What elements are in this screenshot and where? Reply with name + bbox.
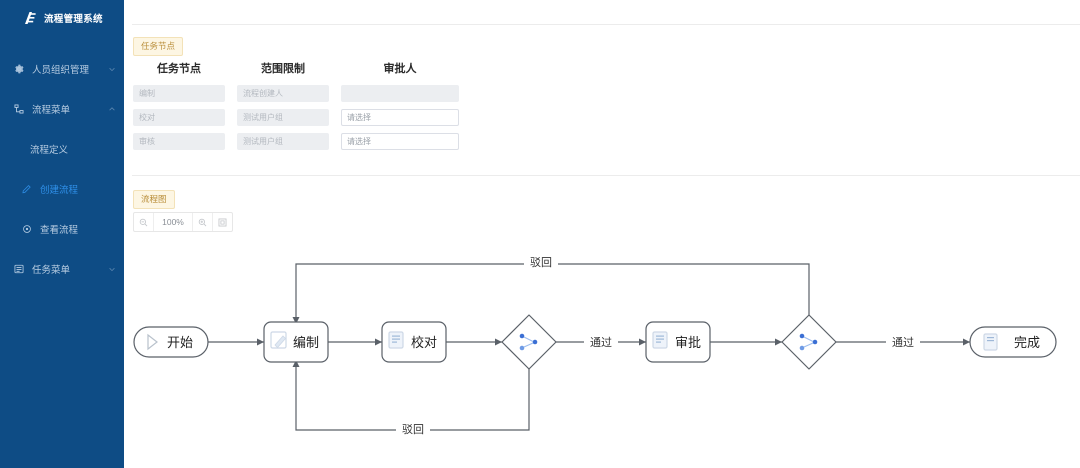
table-row: 编制 流程创建人 — [133, 85, 459, 102]
nav-spacer-6 — [0, 244, 124, 254]
sidebar-item-view-process[interactable]: 查看流程 — [0, 214, 124, 244]
scope-field: 测试用户组 — [237, 133, 329, 150]
zoom-in-icon[interactable] — [193, 213, 213, 231]
edge-label-bg-pass-1 — [584, 333, 618, 349]
flow-icon — [14, 104, 24, 114]
edge-label-pass-1: 通过 — [590, 336, 612, 349]
column-header-scope: 范围限制 — [261, 63, 305, 75]
sidebar-item-label: 任务菜单 — [32, 265, 71, 276]
main-content: 任务节点 任务节点 范围限制 审批人 编制 流程创建人 校对 测试用户组 请选择… — [124, 0, 1080, 468]
flow-node-label: 审批 — [675, 335, 701, 350]
sidebar-nav: 人员组织管理 流程菜单 — [0, 44, 124, 284]
edge-label-bg-pass-2 — [886, 333, 920, 349]
flow-node-jiaodui[interactable]: 校对 — [381, 321, 447, 363]
sidebar-item-label: 流程定义 — [30, 145, 69, 156]
sidebar-item-label: 创建流程 — [40, 185, 79, 196]
flow-diagram: 驳回 驳回 通过 通过 开始 — [133, 254, 1057, 436]
sidebar-item-process-menu[interactable]: 流程菜单 — [0, 94, 124, 124]
nav-spacer — [0, 44, 124, 54]
document-task-icon — [652, 331, 668, 349]
nav-spacer-4 — [0, 164, 124, 174]
flow-node-bianzhi[interactable]: 编制 — [263, 321, 329, 363]
brand-logo-icon — [22, 11, 38, 25]
chevron-down-icon — [108, 65, 116, 73]
table-row: 校对 测试用户组 请选择 — [133, 109, 459, 126]
chevron-down-icon — [108, 265, 116, 273]
edge-label-bg-reject-bottom — [396, 420, 430, 436]
column-header-approver: 审批人 — [383, 63, 417, 75]
flow-node-label: 校对 — [411, 335, 437, 350]
node-field: 校对 — [133, 109, 225, 126]
column-header-node: 任务节点 — [157, 63, 201, 75]
brand-title: 流程管理系统 — [44, 14, 103, 25]
sidebar: 流程管理系统 人员组织管理 — [0, 0, 124, 468]
edge-reject-top — [292, 263, 810, 324]
gateway-fork-icon — [519, 333, 538, 351]
edge-label-reject-bottom: 驳回 — [402, 423, 424, 436]
task-section-tag: 任务节点 — [133, 37, 184, 56]
flow-node-label: 编制 — [293, 335, 319, 350]
eye-icon — [22, 224, 32, 234]
edit-icon — [22, 184, 32, 194]
sidebar-item-personnel[interactable]: 人员组织管理 — [0, 54, 124, 84]
section-divider — [132, 175, 1080, 176]
top-divider — [132, 24, 1080, 25]
flow-node-label: 开始 — [167, 335, 193, 350]
play-icon — [147, 333, 158, 351]
edge-label-reject-top: 驳回 — [530, 256, 552, 269]
gateway-fork-icon — [799, 333, 818, 351]
sidebar-item-create-process[interactable]: 创建流程 — [0, 174, 124, 204]
end-icon — [983, 333, 998, 351]
edge-label-bg-reject-top — [524, 254, 558, 270]
flow-node-wancheng[interactable]: 完成 — [969, 326, 1057, 358]
node-field: 编制 — [133, 85, 225, 102]
flow-section-tag: 流程图 — [133, 190, 175, 209]
list-icon — [14, 264, 24, 274]
edit-task-icon — [270, 331, 287, 349]
zoom-level: 100% — [154, 213, 193, 231]
flow-node-shenpi[interactable]: 审批 — [645, 321, 711, 363]
flow-node-label: 完成 — [1014, 335, 1040, 350]
sidebar-item-process-definition[interactable]: 流程定义 — [0, 134, 124, 164]
node-field: 审核 — [133, 133, 225, 150]
edge-reject-bottom — [292, 360, 530, 431]
edge-label-pass-2: 通过 — [892, 336, 914, 349]
nav-spacer-5 — [0, 204, 124, 214]
form-column-headers: 任务节点 范围限制 审批人 — [133, 58, 459, 78]
fit-screen-icon[interactable] — [213, 213, 232, 231]
scope-field: 流程创建人 — [237, 85, 329, 102]
task-node-form: 任务节点 范围限制 审批人 编制 流程创建人 校对 测试用户组 请选择 审核 测… — [133, 58, 459, 150]
sidebar-item-label: 查看流程 — [40, 225, 79, 236]
flow-node-start[interactable]: 开始 — [133, 326, 209, 358]
table-row: 审核 测试用户组 请选择 — [133, 133, 459, 150]
sidebar-item-label: 人员组织管理 — [32, 65, 90, 76]
flow-node-gateway1[interactable] — [501, 314, 557, 370]
brand: 流程管理系统 — [0, 0, 124, 36]
scope-field: 测试用户组 — [237, 109, 329, 126]
zoom-toolbar: 100% — [133, 212, 233, 232]
chevron-up-icon — [108, 105, 116, 113]
approver-select — [341, 85, 459, 102]
approver-select[interactable]: 请选择 — [341, 109, 459, 126]
flow-node-gateway2[interactable] — [781, 314, 837, 370]
gear-icon — [14, 64, 24, 74]
sidebar-item-task-menu[interactable]: 任务菜单 — [0, 254, 124, 284]
zoom-out-icon[interactable] — [134, 213, 154, 231]
approver-select[interactable]: 请选择 — [341, 133, 459, 150]
nav-spacer-2 — [0, 84, 124, 94]
sidebar-item-label: 流程菜单 — [32, 105, 71, 116]
nav-spacer-3 — [0, 124, 124, 134]
flow-canvas[interactable]: 驳回 驳回 通过 通过 开始 — [124, 232, 1080, 468]
document-task-icon — [388, 331, 404, 349]
